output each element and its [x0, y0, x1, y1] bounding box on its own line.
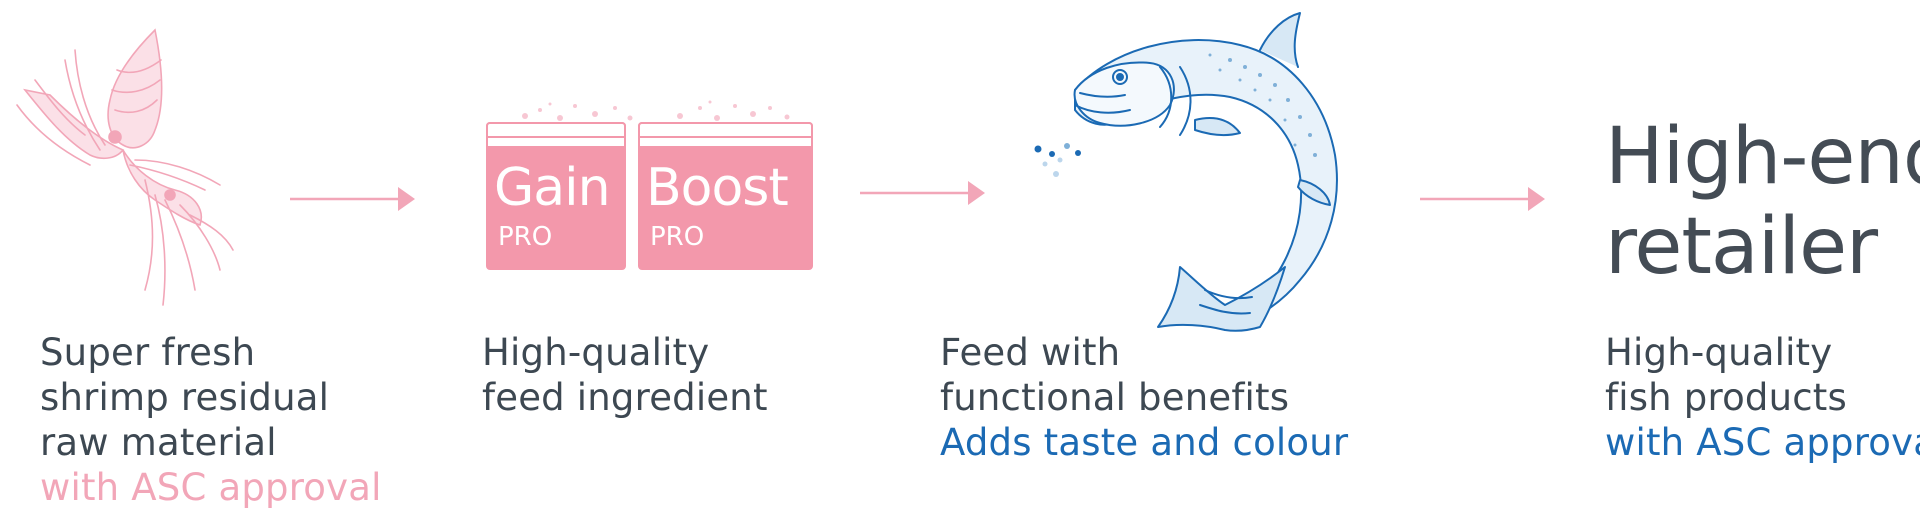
product-name: Boost	[646, 158, 789, 218]
step-caption-feed: Feed with functional benefits Adds taste…	[940, 330, 1348, 465]
retailer-title-line1: High-end	[1605, 112, 1920, 202]
arrow-right-icon	[1420, 187, 1545, 211]
caption-line: High-quality	[1605, 331, 1833, 374]
bubbles-decoration	[505, 98, 805, 124]
caption-line: raw material	[40, 421, 277, 464]
retailer-title-line2: retailer	[1605, 202, 1878, 292]
caption-line: feed ingredient	[482, 376, 768, 419]
box-lid	[486, 122, 626, 148]
caption-line: fish products	[1605, 376, 1847, 419]
caption-line: Super fresh	[40, 331, 256, 374]
arrow-right-icon	[290, 187, 415, 211]
product-subname: PRO	[498, 222, 553, 252]
caption-highlight: Adds taste and colour	[940, 421, 1349, 464]
caption-line: functional benefits	[940, 376, 1290, 419]
arrow-right-icon	[860, 181, 985, 205]
product-name: Gain	[494, 158, 611, 218]
caption-highlight: with ASC approval	[1605, 421, 1920, 464]
retailer-title: High-end retailer	[1605, 112, 1920, 292]
feed-pellets-icon	[1034, 143, 1081, 177]
salmon-icon	[1073, 12, 1338, 332]
caption-line: Feed with	[940, 331, 1121, 374]
product-subname: PRO	[650, 222, 705, 252]
step-caption-retailer: High-quality fish products with ASC appr…	[1605, 330, 1920, 465]
box-lid	[638, 122, 813, 148]
caption-highlight: with ASC approval	[40, 466, 382, 509]
step-caption-ingredient: High-quality feed ingredient	[482, 330, 768, 420]
caption-line: High-quality	[482, 331, 710, 374]
caption-line: shrimp residual	[40, 376, 330, 419]
boost-pro-box: Boost PRO	[638, 122, 813, 270]
step-caption-shrimp: Super fresh shrimp residual raw material…	[40, 330, 382, 510]
shrimp-icon	[16, 28, 234, 306]
gain-pro-box: Gain PRO	[486, 122, 626, 270]
